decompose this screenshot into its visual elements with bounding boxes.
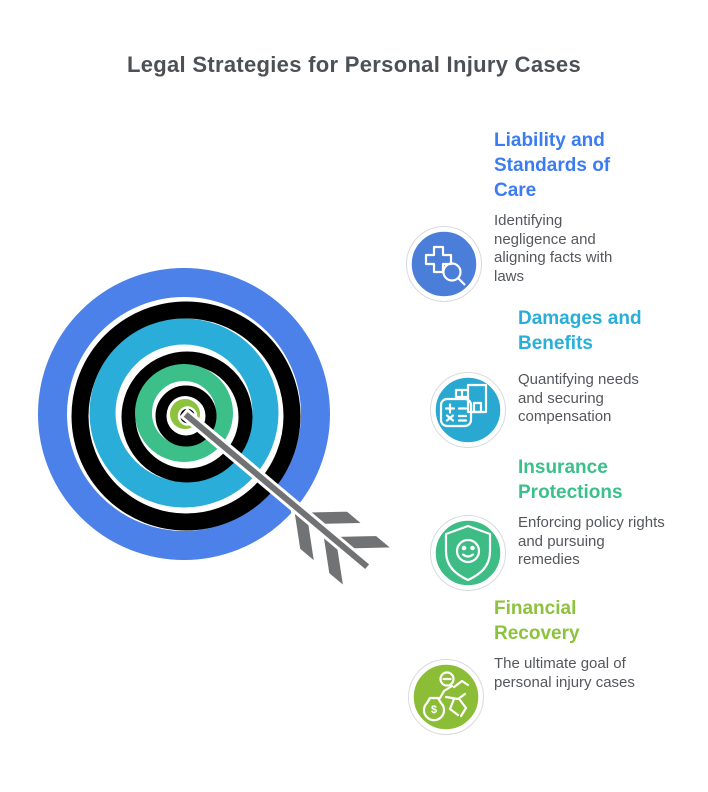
calculator-receipt-icon <box>430 372 506 448</box>
target-ring-emerald <box>135 364 233 462</box>
item-description-insurance: Enforcing policy rights and pursuing rem… <box>518 514 665 568</box>
icon-circle <box>432 517 504 589</box>
icon-outer-ring <box>430 372 506 448</box>
icon-glyph <box>424 245 466 286</box>
icon-outer-ring <box>408 659 484 735</box>
target-ring-cyan <box>89 318 279 508</box>
page-title: Legal Strategies for Personal Injury Cas… <box>127 52 581 77</box>
medical-cross-search-icon <box>406 226 482 302</box>
item-description-damages: Quantifying needs and securing compensat… <box>518 371 639 425</box>
arrow-shaft <box>179 407 374 574</box>
item-heading-damages: Damages and Benefits <box>518 308 642 354</box>
icon-glyph <box>444 524 492 582</box>
target-ring-gap-1 <box>71 301 301 531</box>
icon-outer-ring <box>430 515 506 591</box>
item-heading-liability: Liability and Standards of Care <box>494 130 611 201</box>
arrow-icon <box>179 407 400 594</box>
item-description-financial: The ultimate goal of personal injury cas… <box>494 655 635 691</box>
target-ring-blue <box>38 268 330 560</box>
icon-glyph <box>439 383 488 428</box>
item-heading-insurance: Insurance Protections <box>518 457 623 503</box>
dollar-sign: $ <box>431 704 437 716</box>
target-ring-gap-3 <box>155 385 217 447</box>
icon-glyph <box>422 671 470 722</box>
item-description-liability: Identifying negligence and aligning fact… <box>494 212 613 285</box>
icon-outer-ring <box>406 226 482 302</box>
item-heading-financial: Financial Recovery <box>494 598 580 644</box>
shield-smiley-icon <box>430 515 506 591</box>
money-runner-icon: $ <box>408 659 484 735</box>
target-ring-gap-2 <box>121 351 253 483</box>
